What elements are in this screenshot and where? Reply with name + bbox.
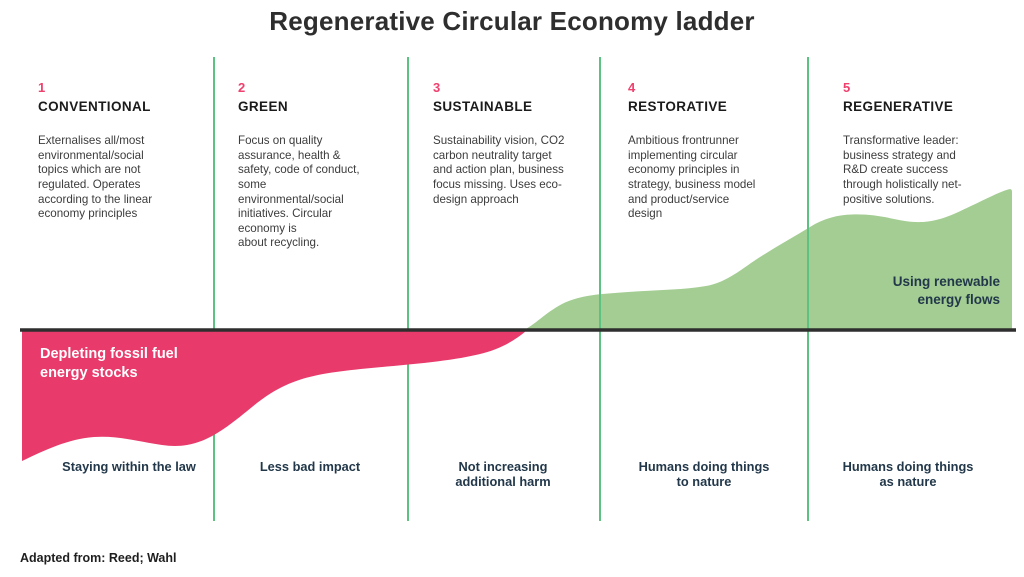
step-title: SUSTAINABLE (433, 98, 533, 114)
column-green: 2 GREEN Focus on quality assurance, heal… (238, 80, 410, 251)
step-description: Transformative leader: business strategy… (843, 134, 962, 206)
bottom-label-conventional: Staying within the law (62, 459, 196, 474)
column-regenerative: 5 REGENERATIVE Transformative leader: bu… (843, 80, 1015, 207)
attribution-text: Adapted from: Reed; Wahl (20, 551, 177, 565)
step-number: 3 (433, 80, 441, 95)
bottom-label-green: Less bad impact (259, 459, 361, 474)
column-conventional: 1 CONVENTIONAL Externalises all/most env… (38, 80, 210, 222)
bottom-label-sustainable: Not increasing additional harm (455, 459, 551, 490)
page-title: Regenerative Circular Economy ladder (269, 6, 755, 36)
column-divider-1 (213, 57, 215, 521)
column-divider-4 (807, 57, 809, 521)
column-restorative: 4 RESTORATIVE Ambitious frontrunner impl… (628, 80, 800, 222)
bottom-label-regenerative: Humans doing things as nature (842, 459, 974, 490)
step-number: 1 (38, 80, 46, 95)
step-title: CONVENTIONAL (38, 98, 151, 114)
step-title: REGENERATIVE (843, 98, 954, 114)
bottom-label-restorative: Humans doing things to nature (638, 459, 770, 490)
fossil-fuel-label: Depleting fossil fuel energy stocks (40, 346, 178, 381)
step-description: Sustainability vision, CO2 carbon neutra… (433, 134, 565, 206)
step-number: 2 (238, 80, 246, 95)
step-number: 4 (628, 80, 636, 95)
step-description: Focus on quality assurance, health & saf… (238, 134, 360, 250)
column-divider-2 (407, 57, 409, 521)
step-description: Externalises all/most environmental/soci… (38, 134, 153, 221)
step-description: Ambitious frontrunner implementing circu… (628, 134, 756, 221)
step-number: 5 (843, 80, 851, 95)
step-title: RESTORATIVE (628, 98, 728, 114)
renewable-energy-label: Using renewable energy flows (892, 274, 1000, 307)
column-sustainable: 3 SUSTAINABLE Sustainability vision, CO2… (433, 80, 605, 207)
step-title: GREEN (238, 98, 289, 114)
